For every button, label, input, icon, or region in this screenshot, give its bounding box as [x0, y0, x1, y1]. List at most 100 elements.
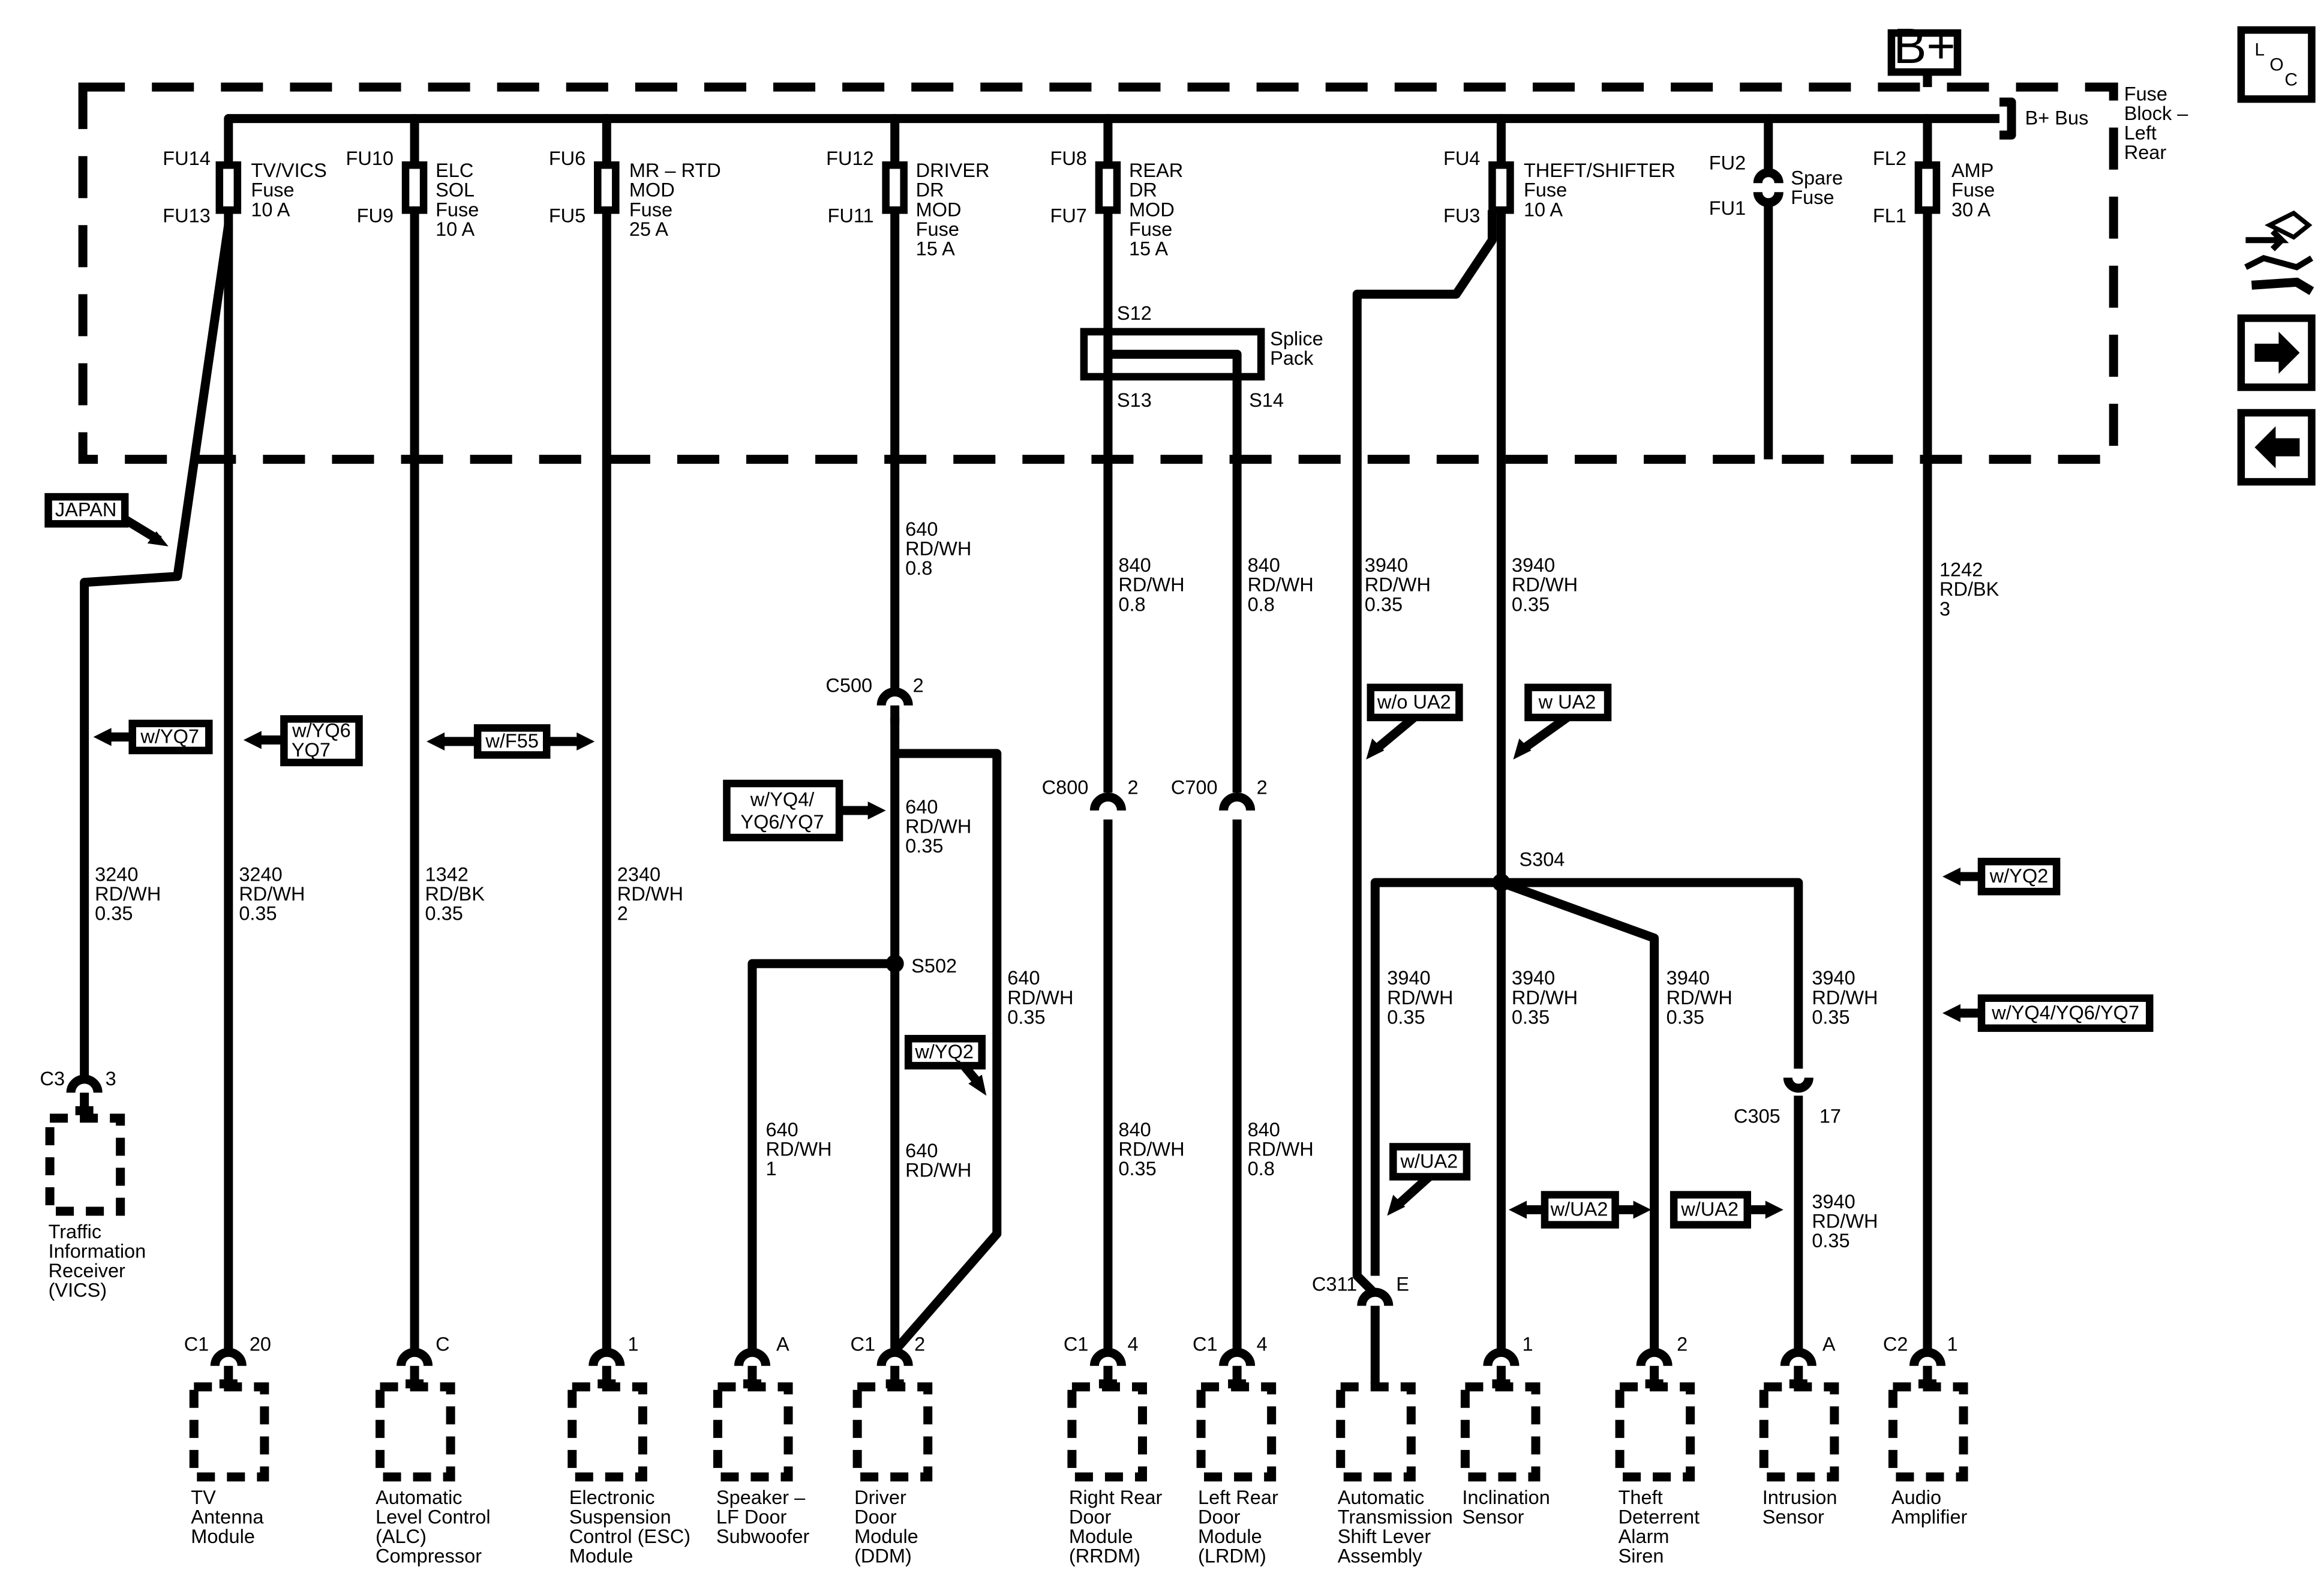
- loc-icon[interactable]: L O C: [2237, 26, 2316, 103]
- fuse-block-name-line: Fuse: [2124, 83, 2167, 105]
- wire-label: 640: [765, 1119, 798, 1140]
- wire-640-right: [891, 749, 1002, 1354]
- wire-label: 0.35: [1007, 1006, 1045, 1028]
- wire-label: 0.35: [239, 903, 277, 924]
- fuse-block-name-line: Rear: [2124, 142, 2167, 163]
- wire-label: 0.35: [1667, 1006, 1704, 1028]
- wire-label: 0.35: [1812, 1006, 1849, 1028]
- wire-label: RD/WH: [905, 538, 971, 560]
- fuse-id-bottom: FU1: [1709, 197, 1746, 219]
- wire-label: 1342: [425, 864, 469, 885]
- connector-pin: 4: [1257, 1334, 1268, 1355]
- connector-pin: 1: [1947, 1334, 1957, 1355]
- wire-label: 3940: [1512, 554, 1555, 576]
- fuse-symbol: [401, 161, 428, 214]
- wire-label: 640: [905, 1140, 938, 1161]
- arrow-right-icon[interactable]: [2237, 314, 2316, 391]
- connector-c3: [66, 1074, 103, 1093]
- splice-s502: [885, 954, 904, 973]
- wire-label: RD/WH: [1248, 1138, 1314, 1160]
- component-shift-lever-label: Shift Lever: [1338, 1526, 1431, 1547]
- fuse-label: DRIVER: [916, 160, 990, 181]
- fuse-label: AMP: [1951, 160, 1993, 181]
- fuse-spare: FU2 FU1 Spare Fuse: [1709, 118, 1843, 460]
- fuse-label: Fuse: [1129, 218, 1172, 240]
- component-esc-label: Module: [569, 1545, 633, 1566]
- wire-label: 3240: [95, 864, 138, 885]
- wire-label: 640: [1007, 967, 1040, 989]
- component-shift-lever-box: [1336, 1382, 1416, 1482]
- wire-label: 3: [1939, 598, 1950, 620]
- wire-3940-a: [1352, 210, 1497, 1297]
- component-siren-box: [1615, 1382, 1695, 1482]
- component-esc-label: Suspension: [569, 1506, 671, 1527]
- component-vics-label: Receiver: [49, 1260, 125, 1281]
- wire-label: 0.8: [905, 557, 932, 579]
- connector-pin: 20: [250, 1334, 271, 1355]
- fuse-id-top: FU10: [346, 148, 394, 169]
- flag-yq2-right: [1977, 857, 2061, 896]
- arrow-left-icon[interactable]: [2237, 409, 2316, 486]
- component-ddm-label: Driver: [854, 1487, 906, 1508]
- fuse-symbol: [215, 161, 242, 214]
- fuse-label: 15 A: [1129, 238, 1168, 259]
- loc-icon-l: L: [2254, 40, 2265, 60]
- wire-label: 0.8: [1248, 1158, 1275, 1179]
- fuse-mr-rtd: FU6 FU5 MR – RTD MOD Fuse 25 A: [549, 118, 721, 240]
- component-speaker-label: Speaker –: [716, 1487, 806, 1508]
- fuse-label: DR: [1129, 179, 1157, 201]
- splice-pack-s12: S12: [1117, 302, 1152, 324]
- wire-label: 640: [905, 796, 938, 818]
- connector-pin: 2: [914, 1334, 925, 1355]
- component-shift-lever-label: Automatic: [1338, 1487, 1425, 1508]
- bus-label: B+ Bus: [2025, 107, 2089, 129]
- component-esc-label: Electronic: [569, 1487, 655, 1508]
- component-vics-label: (VICS): [49, 1280, 107, 1301]
- connector-label: C311: [1312, 1274, 1357, 1295]
- fuse-label: 15 A: [916, 238, 955, 259]
- bplus-label: B+: [1893, 19, 1955, 74]
- component-intrusion-label: Intrusion: [1762, 1487, 1837, 1508]
- wire-label: 0.35: [425, 903, 463, 924]
- fuse-label: SOL: [436, 179, 475, 201]
- fuse-elc-sol: FU10 FU9 ELC SOL Fuse 10 A: [346, 118, 479, 240]
- connector-pin: 2: [1127, 777, 1138, 798]
- component-esc-box: [568, 1382, 647, 1482]
- fuse-label: Fuse: [251, 179, 294, 201]
- wire-label: 0.8: [1248, 593, 1275, 615]
- loc-icon-c: C: [2284, 70, 2298, 90]
- component-inclination-label: Sensor: [1462, 1506, 1524, 1527]
- component-siren-label: Alarm: [1619, 1526, 1670, 1547]
- spare-fuse-arc: [1753, 168, 1783, 184]
- splice-pack: S12 S13 S14 Splice Pack: [1080, 302, 1323, 460]
- option-flags: JAPAN w/YQ7 w/YQ6 YQ7 w/F55 w/YQ4/ YQ6/Y…: [44, 493, 2154, 1229]
- splice-pack-s13: S13: [1117, 389, 1152, 411]
- wires: [80, 210, 1932, 1354]
- fuse-theft-shifter: FU4 FU3 THEFT/SHIFTER Fuse 10 A: [1443, 118, 1676, 226]
- component-alc-label: Level Control: [376, 1506, 491, 1527]
- wire-label: RD/WH: [1365, 574, 1431, 596]
- connector-c800: [1089, 792, 1126, 811]
- wire-label: 840: [1248, 1119, 1280, 1140]
- component-inclination-label: Inclination: [1462, 1487, 1550, 1508]
- component-speaker-label: LF Door: [716, 1506, 787, 1527]
- fuse-block-outline: [78, 82, 2118, 464]
- connector-pin: 3: [106, 1068, 116, 1089]
- wire-label: RD/WH: [617, 883, 683, 905]
- component-siren-label: Theft: [1619, 1487, 1663, 1508]
- wire-label: RD/WH: [1007, 987, 1073, 1008]
- fuse-label: 30 A: [1951, 199, 1990, 220]
- component-rrdm-label: Door: [1069, 1506, 1112, 1527]
- wire-label: 840: [1118, 554, 1151, 576]
- fuse-block-name: Fuse Block – Left Rear: [2124, 83, 2189, 164]
- fuse-label: DR: [916, 179, 944, 201]
- wire-label: RD/WH: [239, 883, 305, 905]
- flag-yq4-yq6-yq7-right-label: w/YQ4/YQ6/YQ7: [1991, 1002, 2139, 1023]
- wire-label: 3940: [1812, 1191, 1855, 1212]
- wrench-hand-icon[interactable]: [2244, 210, 2314, 295]
- fuse-label: Fuse: [1951, 179, 1995, 201]
- fuse-id-top: FU2: [1709, 152, 1746, 174]
- fuse-label: Fuse: [916, 218, 959, 240]
- component-shift-lever-label: Assembly: [1338, 1545, 1423, 1566]
- component-siren-label: Deterrent: [1619, 1506, 1700, 1527]
